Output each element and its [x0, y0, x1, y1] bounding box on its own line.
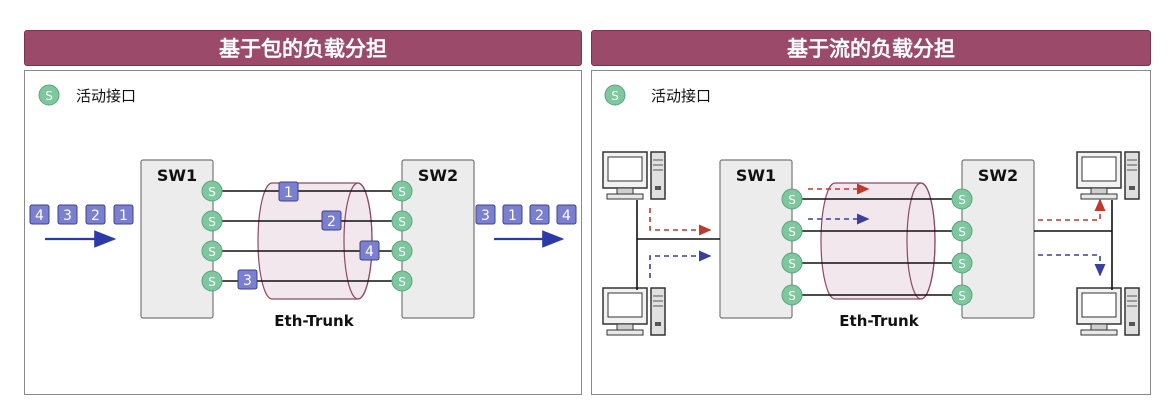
packet-box — [29, 204, 50, 225]
port-icon — [201, 240, 223, 262]
port-icon — [951, 188, 973, 210]
left-incoming-packets: 4 3 2 1 — [29, 204, 134, 225]
packet-box — [475, 204, 496, 225]
port-symbol: S — [788, 289, 796, 303]
port-icon — [201, 270, 223, 292]
port-icon — [781, 188, 803, 210]
port-icon — [951, 220, 973, 242]
port-symbol: S — [958, 225, 966, 239]
right-trunk-label: Eth-Trunk — [839, 312, 919, 330]
left-sw2-ports — [391, 180, 413, 292]
right-sw2-port-labels: S S S S — [958, 193, 966, 303]
legend-label: 活动接口 — [76, 87, 136, 105]
pc-icon-right-top — [1076, 151, 1140, 200]
port-icon — [391, 180, 413, 202]
flow-red-egress — [1038, 198, 1106, 221]
port-icon — [951, 252, 973, 274]
right-sw1-port-labels: S S S S — [788, 193, 796, 303]
legend-port-symbol: S — [45, 89, 53, 103]
right-eth-trunk — [820, 182, 936, 300]
legend-port-icon — [38, 84, 60, 106]
port-symbol: S — [958, 257, 966, 271]
left-outgoing-packets: 3 1 2 4 — [475, 204, 577, 225]
left-link-packets: 1 2 4 3 — [237, 181, 380, 290]
legend-label: 活动接口 — [651, 87, 711, 105]
left-sw2-box — [401, 159, 475, 319]
left-sw2-port-labels: S S S S — [398, 185, 406, 289]
pc-icon-right-bottom — [1076, 287, 1140, 336]
right-sw1-label: SW1 — [736, 166, 776, 185]
left-sw1-label: SW1 — [157, 166, 197, 185]
packet-box — [278, 181, 299, 202]
packet-box — [529, 204, 550, 225]
flow-blue-ingress — [649, 250, 712, 278]
pc-icon-left-top — [602, 151, 666, 200]
left-sw1-port-labels: S S S S — [208, 185, 216, 289]
port-icon — [781, 284, 803, 306]
flow-blue-egress — [1038, 254, 1106, 277]
legend-port-icon — [604, 84, 626, 106]
port-symbol: S — [208, 185, 216, 199]
packet-label: 1 — [508, 208, 517, 224]
right-panel-title: 基于流的负载分担 — [591, 30, 1151, 66]
packet-label: 2 — [535, 208, 544, 224]
left-trunk-label: Eth-Trunk — [274, 312, 354, 330]
packet-box — [237, 269, 258, 290]
left-sw1-box — [140, 159, 214, 319]
packet-label: 3 — [243, 273, 252, 289]
packet-label: 3 — [481, 208, 490, 224]
left-sw2-label: SW2 — [418, 166, 458, 185]
right-sw1-ports — [781, 188, 803, 306]
packet-label: 2 — [327, 214, 336, 230]
left-legend: S 活动接口 — [38, 84, 136, 106]
port-icon — [781, 252, 803, 274]
right-sw2-label: SW2 — [978, 166, 1018, 185]
port-symbol: S — [958, 193, 966, 207]
port-symbol: S — [208, 245, 216, 259]
port-symbol: S — [788, 193, 796, 207]
port-icon — [951, 284, 973, 306]
packet-label: 1 — [119, 208, 128, 224]
packet-box — [556, 204, 577, 225]
right-legend: S 活动接口 — [604, 84, 711, 106]
legend-port-symbol: S — [611, 89, 619, 103]
port-icon — [781, 220, 803, 242]
port-icon — [201, 210, 223, 232]
pc-icon-left-bottom — [602, 287, 666, 336]
port-symbol: S — [398, 245, 406, 259]
port-symbol: S — [208, 275, 216, 289]
packet-label: 4 — [365, 244, 374, 260]
port-symbol: S — [958, 289, 966, 303]
packet-box — [359, 240, 380, 261]
packet-label: 4 — [562, 208, 571, 224]
port-icon — [391, 210, 413, 232]
port-symbol: S — [208, 215, 216, 229]
packet-box — [502, 204, 523, 225]
flow-red-ingress — [649, 208, 712, 236]
port-symbol: S — [398, 275, 406, 289]
packet-label: 1 — [284, 185, 293, 201]
port-icon — [391, 270, 413, 292]
packet-label: 4 — [35, 208, 44, 224]
left-sw1-ports — [201, 180, 223, 292]
packet-box — [321, 210, 342, 231]
port-symbol: S — [398, 185, 406, 199]
port-icon — [201, 180, 223, 202]
port-symbol: S — [398, 215, 406, 229]
packet-box — [113, 204, 134, 225]
packet-box — [57, 204, 78, 225]
port-symbol: S — [788, 225, 796, 239]
port-symbol: S — [788, 257, 796, 271]
port-icon — [391, 240, 413, 262]
packet-label: 3 — [63, 208, 72, 224]
left-panel-title: 基于包的负载分担 — [24, 30, 582, 66]
packet-label: 2 — [91, 208, 100, 224]
packet-box — [85, 204, 106, 225]
right-sw2-ports — [951, 188, 973, 306]
